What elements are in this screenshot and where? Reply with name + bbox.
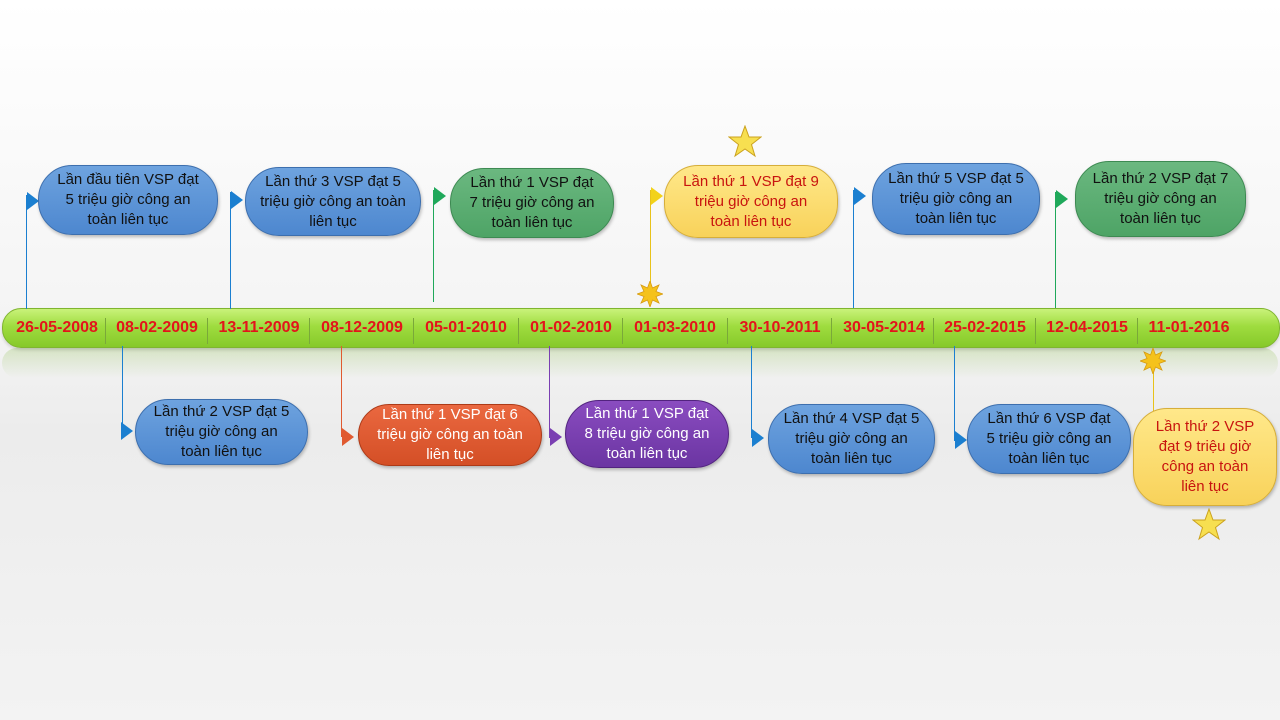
date-label: 01-02-2010 (530, 319, 612, 336)
timeline-reflection (2, 348, 1278, 378)
milestone-pole (26, 195, 27, 309)
star-icon (1192, 508, 1226, 541)
date-separator (309, 318, 310, 344)
milestone-bubble: Lần thứ 4 VSP đạt 5 triệu giờ công an to… (768, 404, 935, 474)
date-separator (622, 318, 623, 344)
flag-icon (1056, 190, 1068, 208)
date-label: 11-01-2016 (1148, 319, 1230, 336)
flag-icon (651, 187, 663, 205)
date-label: 12-04-2015 (1046, 319, 1128, 336)
milestone-pole (954, 346, 955, 441)
milestone-bubble: Lần thứ 2 VSP đạt 9 triệu giờ công an to… (1133, 408, 1277, 506)
milestone-pole (853, 190, 854, 308)
flag-icon (121, 422, 133, 440)
date-label: 01-03-2010 (634, 319, 716, 336)
milestone-pole (433, 190, 434, 302)
star-icon (728, 125, 762, 158)
milestone-bubble: Lần thứ 6 VSP đạt 5 triệu giờ công an to… (967, 404, 1131, 474)
milestone-bubble: Lần đầu tiên VSP đạt 5 triệu giờ công an… (38, 165, 218, 235)
milestone-bubble: Lần thứ 1 VSP đạt 8 triệu giờ công an to… (565, 400, 729, 468)
date-label: 25-02-2015 (944, 319, 1026, 336)
milestone-pole (230, 192, 231, 309)
milestone-bubble: Lần thứ 1 VSP đạt 7 triệu giờ công an to… (450, 168, 614, 238)
date-label: 13-11-2009 (218, 319, 300, 336)
flag-icon (342, 428, 354, 446)
flag-icon (231, 191, 243, 209)
date-label: 30-05-2014 (843, 319, 925, 336)
date-separator (105, 318, 106, 344)
date-separator (1137, 318, 1138, 344)
milestone-bubble: Lần thứ 3 VSP đạt 5 triệu giờ công an to… (245, 167, 421, 236)
milestone-bubble: Lần thứ 5 VSP đạt 5 triệu giờ công an to… (872, 163, 1040, 235)
date-label: 08-02-2009 (116, 319, 198, 336)
milestone-pole (549, 346, 550, 438)
date-separator (933, 318, 934, 344)
flag-icon (854, 187, 866, 205)
date-label: 26-05-2008 (16, 319, 98, 336)
milestone-pole (650, 190, 651, 286)
flag-icon (752, 429, 764, 447)
date-separator (1035, 318, 1036, 344)
date-label: 08-12-2009 (321, 319, 403, 336)
flag-icon (27, 192, 39, 210)
milestone-bubble: Lần thứ 2 VSP đạt 7 triệu giờ công an to… (1075, 161, 1246, 237)
milestone-bubble: Lần thứ 2 VSP đạt 5 triệu giờ công an to… (135, 399, 308, 465)
milestone-bubble: Lần thứ 1 VSP đạt 6 triệu giờ công an to… (358, 404, 542, 466)
flag-icon (955, 431, 967, 449)
milestone-pole (751, 346, 752, 438)
date-separator (831, 318, 832, 344)
date-label: 30-10-2011 (739, 319, 821, 336)
date-separator (413, 318, 414, 344)
milestone-bubble: Lần thứ 1 VSP đạt 9 triệu giờ công an to… (664, 165, 838, 238)
date-separator (727, 318, 728, 344)
date-separator (518, 318, 519, 344)
burst-star-icon (1140, 348, 1166, 374)
milestone-pole (1055, 192, 1056, 308)
flag-icon (550, 428, 562, 446)
burst-star-icon (637, 281, 663, 307)
milestone-pole (341, 346, 342, 437)
timeline-bar (2, 308, 1280, 348)
date-separator (207, 318, 208, 344)
date-label: 05-01-2010 (425, 319, 507, 336)
milestone-pole (1153, 365, 1154, 415)
flag-icon (434, 187, 446, 205)
milestone-pole (122, 346, 123, 431)
